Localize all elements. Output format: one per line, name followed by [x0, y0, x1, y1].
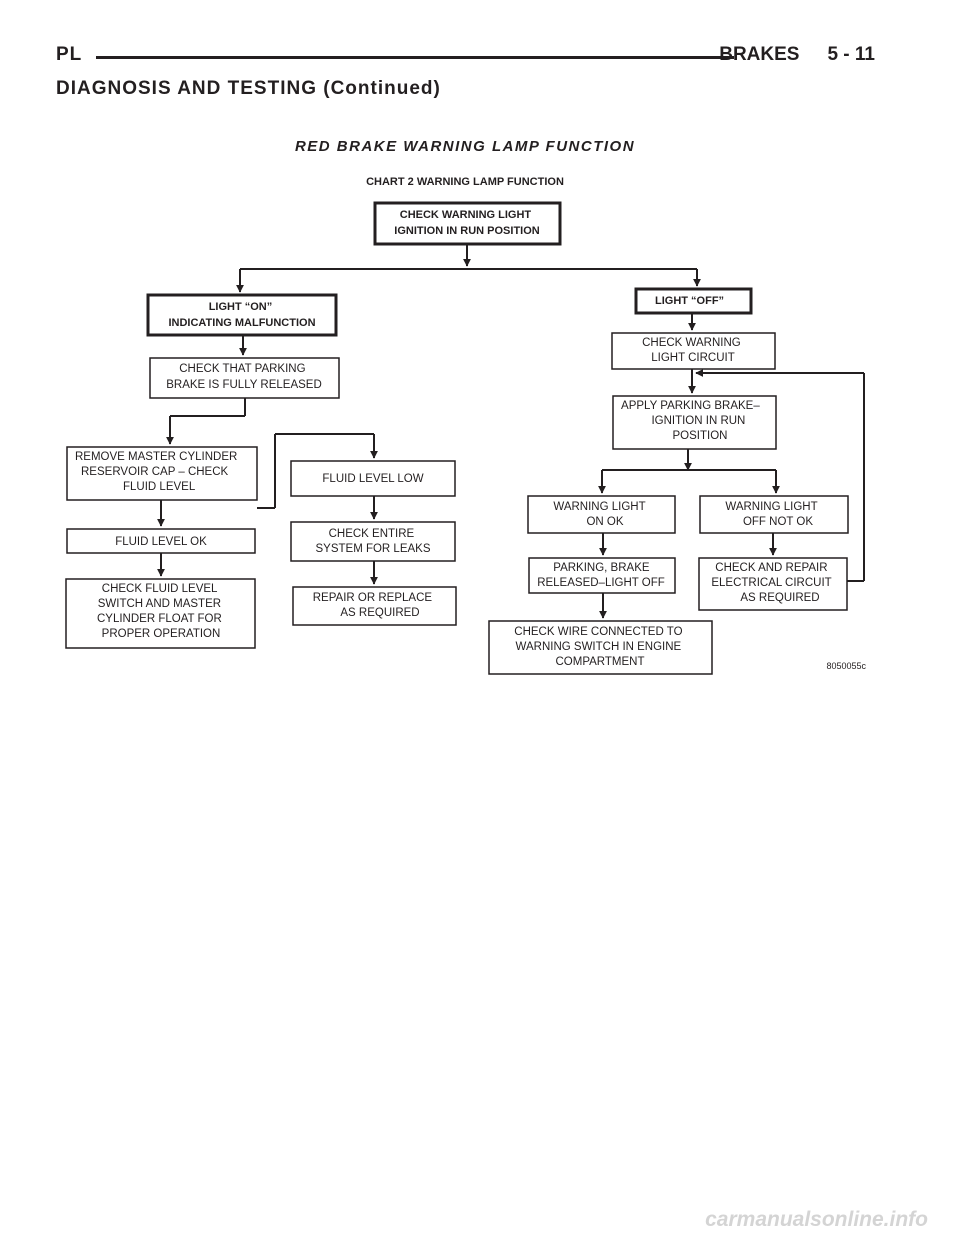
check-wire-line: CHECK WIRE CONNECTED TO	[514, 626, 682, 638]
wl-on-ok-box	[527, 495, 676, 534]
header-rule	[96, 56, 734, 59]
light-off-text: LIGHT “OFF”	[655, 295, 724, 307]
check-circuit-text: CHECK WARNING LIGHT CIRCUIT	[642, 337, 744, 364]
check-wire-box	[488, 620, 713, 675]
apply-brake-text: APPLY PARKING BRAKE– IGNITION IN RUN POS…	[621, 400, 763, 442]
light-off-line: LIGHT “OFF”	[655, 295, 724, 307]
fluid-ok-text: FLUID LEVEL OK	[115, 536, 207, 548]
fluid-low-text: FLUID LEVEL LOW	[322, 473, 423, 485]
check-circuit-line: CHECK WARNING	[642, 337, 741, 349]
check-switch-box	[65, 578, 256, 649]
check-leaks-line: CHECK ENTIRE	[329, 528, 415, 540]
flow-boxes	[65, 201, 849, 675]
check-wire-line: WARNING SWITCH IN ENGINE	[516, 641, 682, 653]
light-on-text: LIGHT “ON” INDICATING MALFUNCTION	[168, 301, 315, 329]
check-circuit-box	[611, 332, 776, 370]
wl-on-ok-text: WARNING LIGHT ON OK	[553, 501, 648, 528]
remove-cap-text: REMOVE MASTER CYLINDER RESERVOIR CAP – C…	[75, 451, 241, 493]
wl-on-ok-line: WARNING LIGHT	[553, 501, 645, 513]
remove-cap-line: RESERVOIR CAP – CHECK	[81, 466, 229, 478]
repair-electrical-text: CHECK AND REPAIR ELECTRICAL CIRCUIT AS R…	[711, 562, 834, 604]
check-leaks-text: CHECK ENTIRE SYSTEM FOR LEAKS	[315, 528, 430, 555]
check-parking-box	[149, 357, 340, 399]
pb-released-line: PARKING, BRAKE	[553, 562, 650, 574]
start-check-line: CHECK WARNING LIGHT	[400, 209, 532, 221]
apply-brake-line: IGNITION IN RUN	[651, 415, 745, 427]
light-on-box	[146, 293, 338, 337]
pb-released-text: PARKING, BRAKE RELEASED–LIGHT OFF	[537, 562, 665, 589]
fluid-low-box	[290, 460, 456, 497]
connectors	[157, 244, 865, 619]
light-on-line: LIGHT “ON”	[209, 301, 273, 313]
check-switch-line: CHECK FLUID LEVEL	[102, 583, 218, 595]
wl-off-not-ok-line: WARNING LIGHT	[725, 501, 817, 513]
wl-off-not-ok-text: WARNING LIGHT OFF NOT OK	[725, 501, 820, 528]
section-heading: DIAGNOSIS AND TESTING (Continued)	[56, 78, 441, 99]
fluid-low-line: FLUID LEVEL LOW	[322, 473, 423, 485]
start-check-box	[373, 201, 562, 246]
apply-brake-line: POSITION	[673, 430, 728, 442]
fluid-ok-line: FLUID LEVEL OK	[115, 536, 207, 548]
check-parking-line: BRAKE IS FULLY RELEASED	[166, 379, 322, 391]
remove-cap-line: FLUID LEVEL	[123, 481, 196, 493]
repair-replace-box	[292, 586, 457, 626]
repair-replace-text: REPAIR OR REPLACE AS REQUIRED	[313, 592, 436, 619]
light-off-box	[634, 287, 753, 315]
wl-on-ok-line: ON OK	[586, 516, 623, 528]
pb-released-box	[528, 557, 676, 594]
footer-brand-watermark: carmanualsonline.info	[705, 1208, 928, 1231]
check-circuit-line: LIGHT CIRCUIT	[651, 352, 735, 364]
flow-box-labels: CHECK WARNING LIGHT IGNITION IN RUN POSI…	[75, 209, 866, 671]
check-switch-line: CYLINDER FLOAT FOR	[97, 613, 222, 625]
check-parking-text: CHECK THAT PARKING BRAKE IS FULLY RELEAS…	[166, 363, 322, 391]
wl-off-not-ok-line: OFF NOT OK	[743, 516, 813, 528]
check-switch-line: SWITCH AND MASTER	[98, 598, 221, 610]
apply-brake-line: APPLY PARKING BRAKE–	[621, 400, 760, 412]
flowchart: CHECK WARNING LIGHT IGNITION IN RUN POSI…	[65, 201, 866, 675]
repair-electrical-line: CHECK AND REPAIR	[715, 562, 827, 574]
start-check-text: CHECK WARNING LIGHT IGNITION IN RUN POSI…	[394, 209, 540, 237]
check-switch-line: PROPER OPERATION	[102, 628, 221, 640]
header-page-number: 5 - 11	[827, 44, 875, 65]
fluid-ok-box	[66, 528, 256, 554]
header-right: BRAKES 5 - 11	[719, 44, 875, 66]
header-title: BRAKES	[719, 44, 800, 65]
repair-replace-line: REPAIR OR REPLACE	[313, 592, 433, 604]
apply-brake-box	[612, 395, 777, 450]
check-wire-line: COMPARTMENT	[555, 656, 644, 668]
chart-caption: CHART 2 WARNING LAMP FUNCTION	[366, 176, 564, 188]
check-parking-line: CHECK THAT PARKING	[179, 363, 305, 375]
repair-electrical-line: ELECTRICAL CIRCUIT	[711, 577, 831, 589]
check-wire-text: CHECK WIRE CONNECTED TO WARNING SWITCH I…	[514, 626, 685, 668]
remove-cap-box	[66, 446, 258, 501]
figure-code: 8050055c	[826, 661, 866, 671]
check-leaks-box	[290, 521, 456, 562]
header-section-code: PL	[56, 44, 83, 65]
repair-electrical-line: AS REQUIRED	[740, 592, 819, 604]
wl-off-not-ok-box	[699, 495, 849, 534]
pb-released-line: RELEASED–LIGHT OFF	[537, 577, 665, 589]
repair-replace-line: AS REQUIRED	[340, 607, 419, 619]
start-check-line: IGNITION IN RUN POSITION	[394, 225, 540, 237]
remove-cap-line: REMOVE MASTER CYLINDER	[75, 451, 237, 463]
light-on-line: INDICATING MALFUNCTION	[168, 317, 315, 329]
figure-title: RED BRAKE WARNING LAMP FUNCTION	[294, 138, 636, 155]
check-leaks-line: SYSTEM FOR LEAKS	[315, 543, 430, 555]
check-switch-text: CHECK FLUID LEVEL SWITCH AND MASTER CYLI…	[97, 583, 225, 640]
repair-electrical-box	[698, 557, 848, 611]
